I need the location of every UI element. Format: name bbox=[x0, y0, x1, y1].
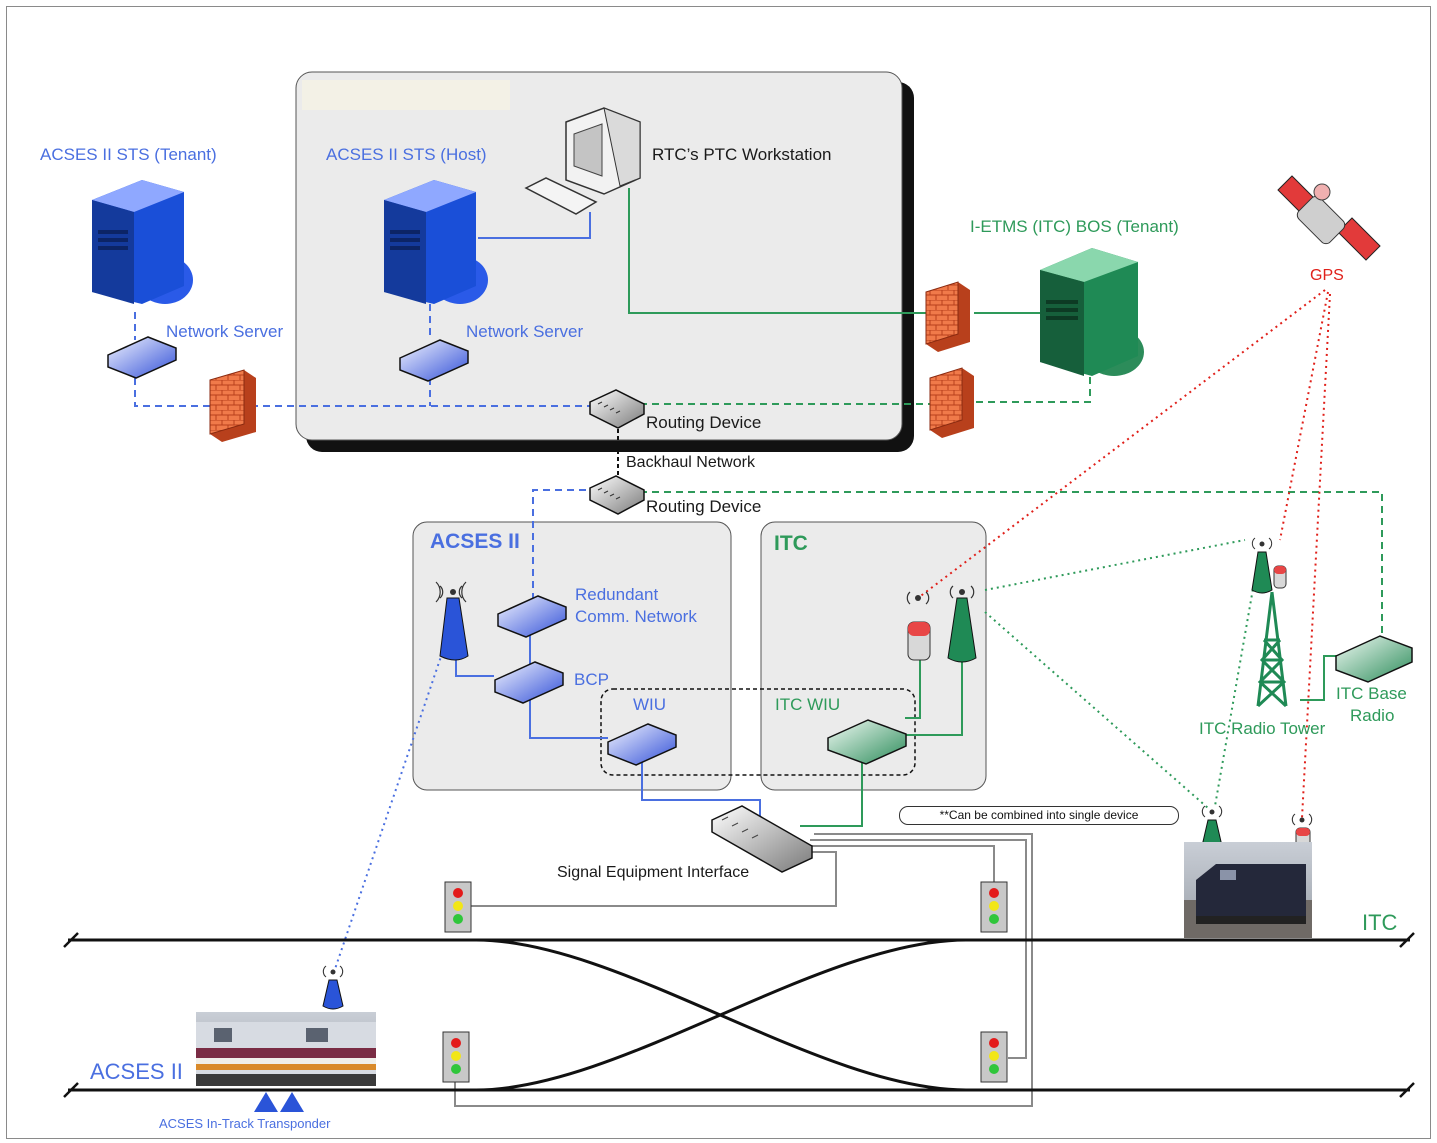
router-icon bbox=[607, 723, 677, 766]
antenna-icon bbox=[435, 581, 469, 661]
train-photo bbox=[196, 1012, 376, 1086]
itc-radio-tower-label: ITC Radio Tower bbox=[1199, 719, 1326, 738]
network-server-tenant-label: Network Server bbox=[166, 322, 284, 341]
router-icon bbox=[1335, 635, 1413, 683]
workstation-label: RTC’s PTC Workstation bbox=[652, 145, 832, 164]
signal-light-icon bbox=[980, 881, 1008, 933]
backhaul-label: Backhaul Network bbox=[626, 454, 755, 471]
routing-device-top-label: Routing Device bbox=[646, 413, 762, 432]
tracks bbox=[63, 932, 1415, 1098]
radio-label: Radio bbox=[1350, 706, 1395, 725]
server-icon bbox=[92, 180, 193, 304]
itc-track-label: ITC bbox=[1362, 910, 1398, 935]
signal-light-icon bbox=[444, 881, 472, 933]
antenna-icon bbox=[947, 585, 977, 663]
connections bbox=[134, 188, 1383, 1107]
routing-device-mid-label: Routing Device bbox=[646, 497, 762, 516]
satellite-icon bbox=[1277, 175, 1381, 261]
gps-label: GPS bbox=[1310, 267, 1344, 284]
acses-tenant-label: ACSES II STS (Tenant) bbox=[40, 145, 217, 164]
acses-host-label: ACSES II STS (Host) bbox=[326, 145, 487, 164]
acses-group-panel bbox=[412, 521, 732, 791]
bcp-label: BCP bbox=[574, 670, 609, 689]
router-icon bbox=[827, 719, 907, 765]
router-icon bbox=[399, 339, 469, 382]
radio-tower-icon bbox=[1251, 537, 1288, 708]
wiu-label: WIU bbox=[633, 695, 667, 714]
firewall-icon bbox=[925, 281, 970, 352]
server-icon bbox=[1040, 248, 1144, 376]
keyboard-icon bbox=[524, 177, 598, 215]
itc-base-label: ITC Base bbox=[1336, 684, 1407, 703]
router-icon bbox=[497, 595, 567, 638]
transponder-icon bbox=[254, 1092, 304, 1112]
switch-icon bbox=[589, 475, 645, 515]
signal-light-icon bbox=[980, 1031, 1008, 1083]
router-icon bbox=[107, 336, 177, 379]
itc-group-title: ITC bbox=[774, 532, 808, 555]
itc-wiu-label: ITC WIU bbox=[775, 695, 841, 714]
itc-group-panel bbox=[760, 521, 987, 791]
acses-track-label: ACSES II bbox=[90, 1059, 183, 1084]
network-server-host-label: Network Server bbox=[466, 322, 584, 341]
wiu-combine-box bbox=[600, 688, 916, 776]
transponder-label: ACSES In-Track Transponder bbox=[159, 1116, 331, 1131]
redundant-label: Redundant bbox=[575, 585, 659, 604]
firewall-icon bbox=[929, 367, 974, 438]
signal-light-icon bbox=[442, 1031, 470, 1083]
itc-bos-label: I-ETMS (ITC) BOS (Tenant) bbox=[970, 217, 1179, 236]
router-icon bbox=[494, 661, 564, 704]
locomotive-photo bbox=[1184, 842, 1312, 938]
antenna-icon bbox=[906, 591, 931, 661]
switch-icon bbox=[589, 389, 645, 429]
diagram-frame bbox=[6, 6, 1431, 1139]
combine-note: **Can be combined into single device bbox=[899, 806, 1179, 825]
acses-group-title: ACSES II bbox=[430, 530, 520, 553]
antenna-icon bbox=[322, 965, 344, 1010]
server-icon bbox=[384, 180, 488, 304]
workstation-icon bbox=[565, 107, 641, 195]
comm-network-label: Comm. Network bbox=[575, 607, 697, 626]
switch-icon bbox=[711, 805, 813, 873]
signal-interface-label: Signal Equipment Interface bbox=[557, 864, 750, 881]
firewall-icon bbox=[209, 369, 256, 442]
